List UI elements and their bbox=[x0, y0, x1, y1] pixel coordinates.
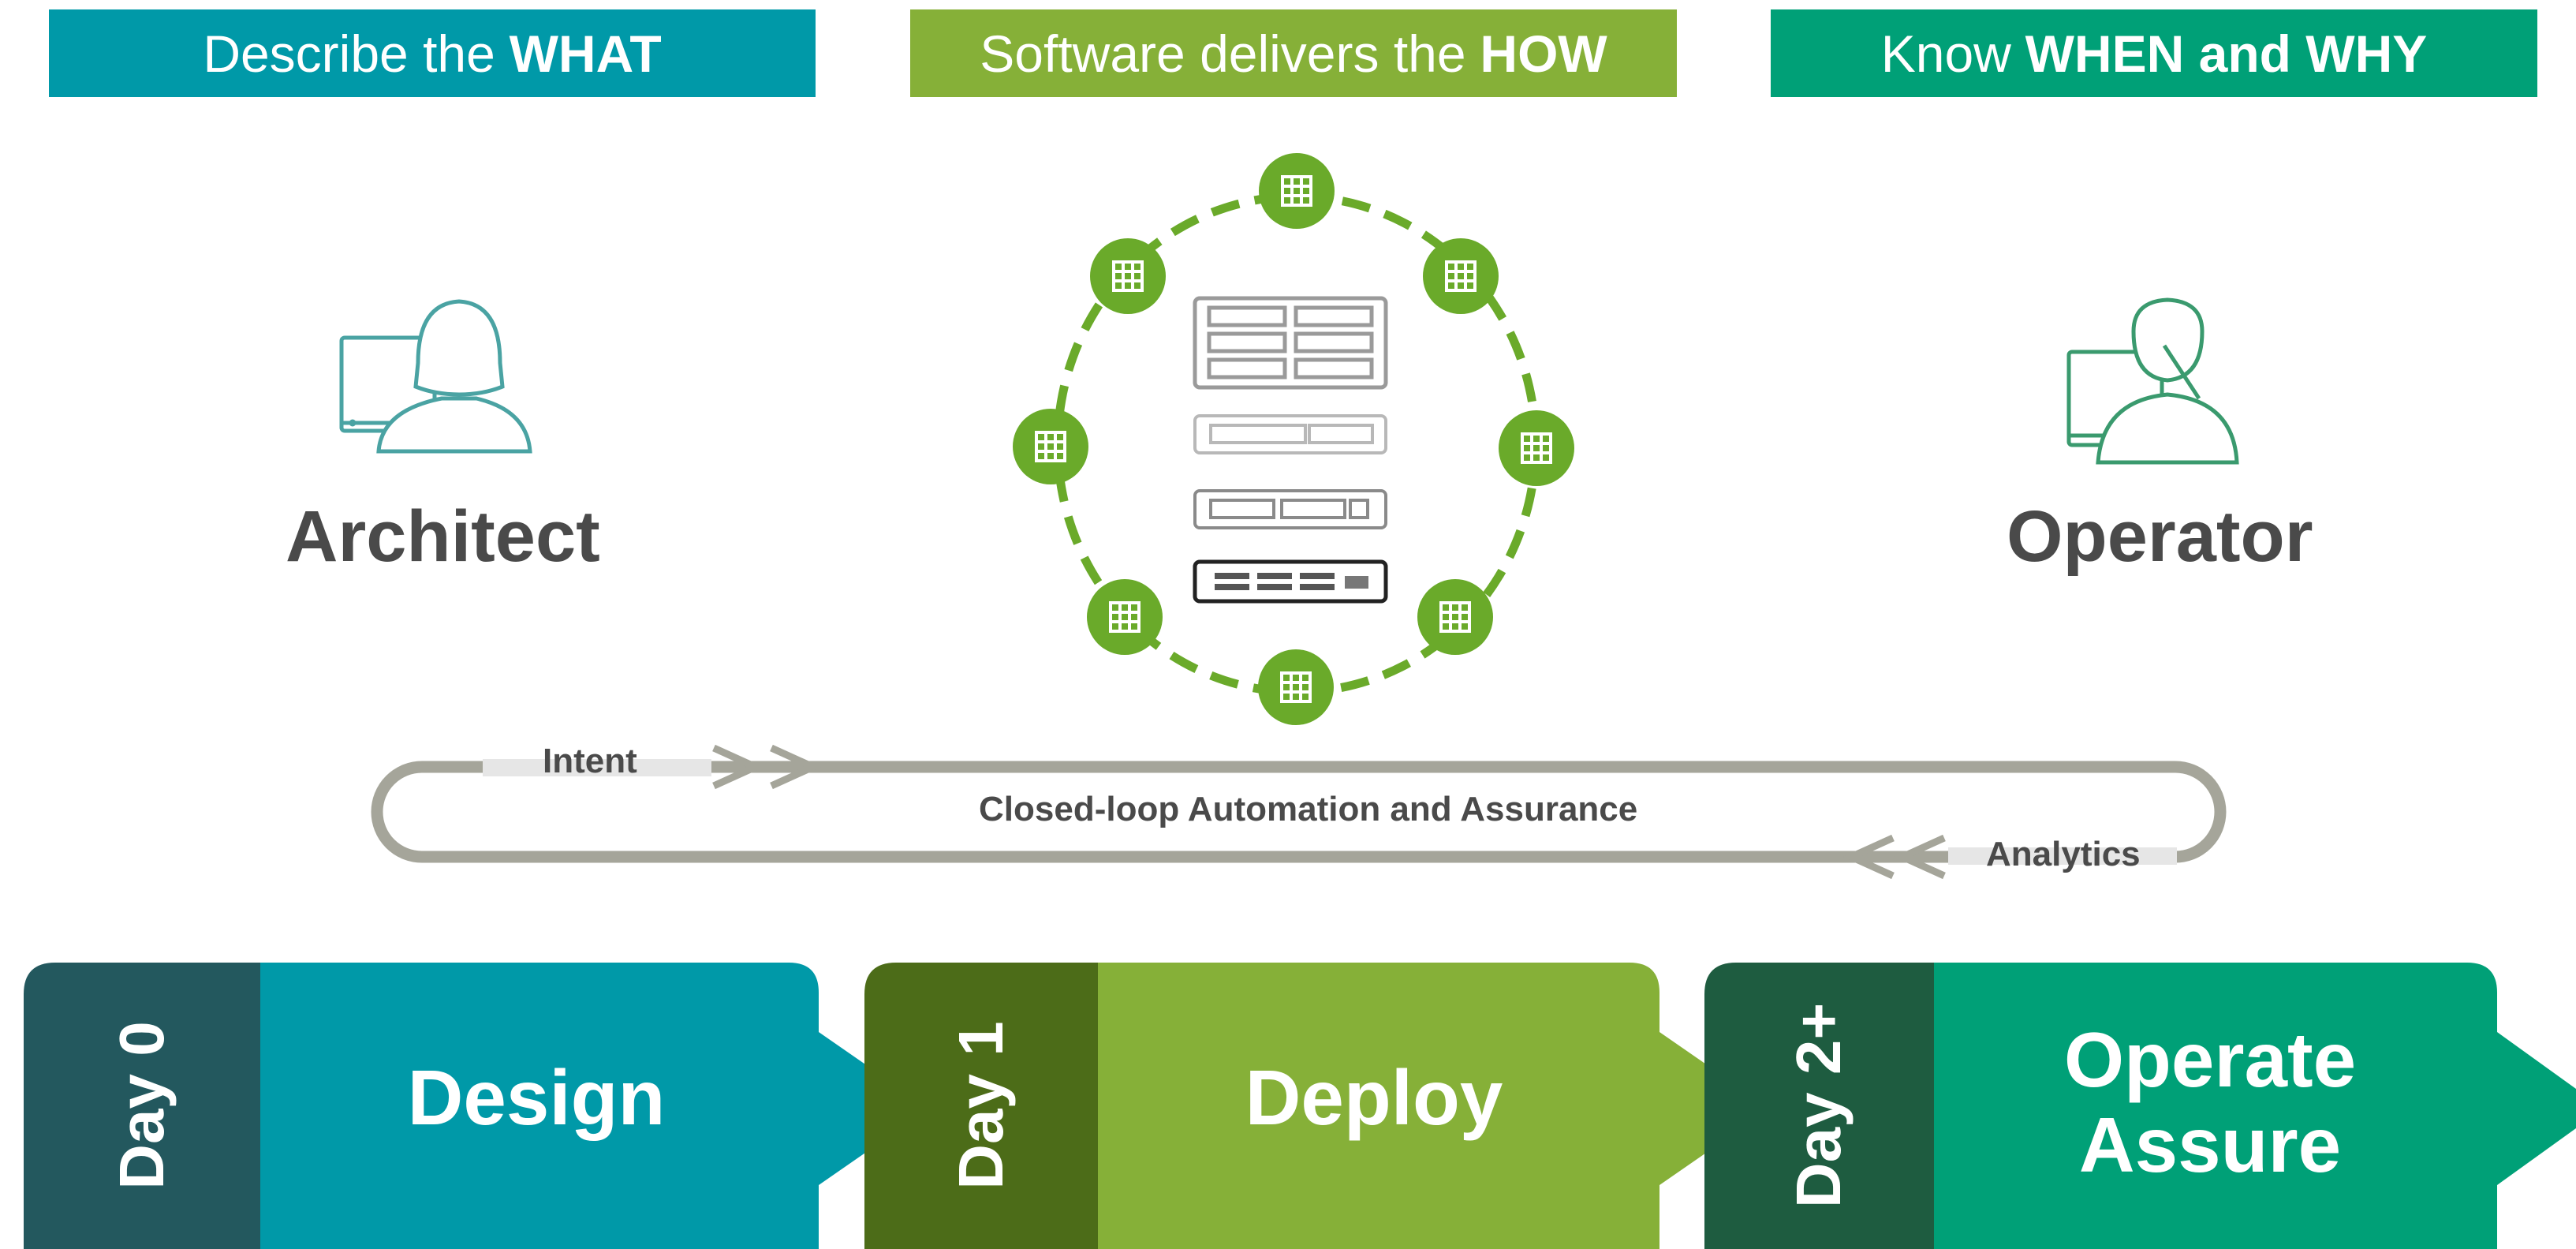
day0-block bbox=[24, 963, 260, 1249]
day0-label: Day 0 bbox=[106, 1021, 177, 1190]
operate-block bbox=[1934, 963, 2576, 1249]
network-device-icon bbox=[1193, 296, 1388, 390]
node-grid-icon bbox=[1258, 649, 1334, 725]
header-how-pre: Software delivers the bbox=[980, 24, 1466, 83]
node-grid-icon bbox=[1013, 409, 1088, 484]
operate-label: Operate bbox=[2063, 1016, 2357, 1103]
node-grid-icon bbox=[1423, 238, 1499, 314]
ring-nodes bbox=[1013, 153, 1574, 725]
closed-loop-track bbox=[371, 761, 2227, 863]
design-block bbox=[260, 963, 929, 1249]
day2-label: Day 2+ bbox=[1783, 1002, 1854, 1209]
node-grid-icon bbox=[1499, 410, 1574, 486]
day1-block bbox=[864, 963, 1098, 1249]
network-device-icon bbox=[1193, 559, 1388, 604]
day1-label: Day 1 bbox=[946, 1021, 1016, 1190]
loop-center-label: Closed-loop Automation and Assurance bbox=[979, 790, 1638, 828]
node-grid-icon bbox=[1259, 153, 1335, 229]
intent-label: Intent bbox=[543, 742, 637, 780]
intent-arrow-icon bbox=[712, 744, 822, 790]
header-what-bold: WHAT bbox=[509, 24, 662, 83]
analytics-arrow-icon bbox=[1842, 834, 1946, 880]
header-how-bold: HOW bbox=[1480, 24, 1607, 83]
network-device-icon bbox=[1193, 414, 1387, 454]
deploy-label: Deploy bbox=[1245, 1054, 1503, 1141]
header-what-pre: Describe the bbox=[203, 24, 495, 83]
intent-segment bbox=[483, 759, 711, 776]
architect-label: Architect bbox=[286, 496, 600, 577]
header-when-pre: Know bbox=[1880, 24, 2011, 83]
day2-block bbox=[1704, 963, 1934, 1249]
node-grid-icon bbox=[1087, 579, 1163, 655]
header-when-bold: WHEN and WHY bbox=[2025, 24, 2428, 83]
operator-label: Operator bbox=[2007, 496, 2313, 577]
analytics-label: Analytics bbox=[1986, 835, 2141, 873]
architect-person-icon bbox=[339, 299, 532, 454]
node-grid-icon bbox=[1090, 238, 1166, 314]
design-label: Design bbox=[407, 1054, 666, 1141]
operate-assure-label: Operate Assure bbox=[1934, 1016, 2486, 1188]
assure-label: Assure bbox=[2078, 1101, 2342, 1188]
network-device-icon bbox=[1193, 489, 1387, 529]
operator-person-icon bbox=[2066, 297, 2239, 465]
deploy-block bbox=[1098, 963, 1770, 1249]
analytics-segment bbox=[1948, 847, 2177, 865]
node-grid-icon bbox=[1417, 579, 1493, 655]
